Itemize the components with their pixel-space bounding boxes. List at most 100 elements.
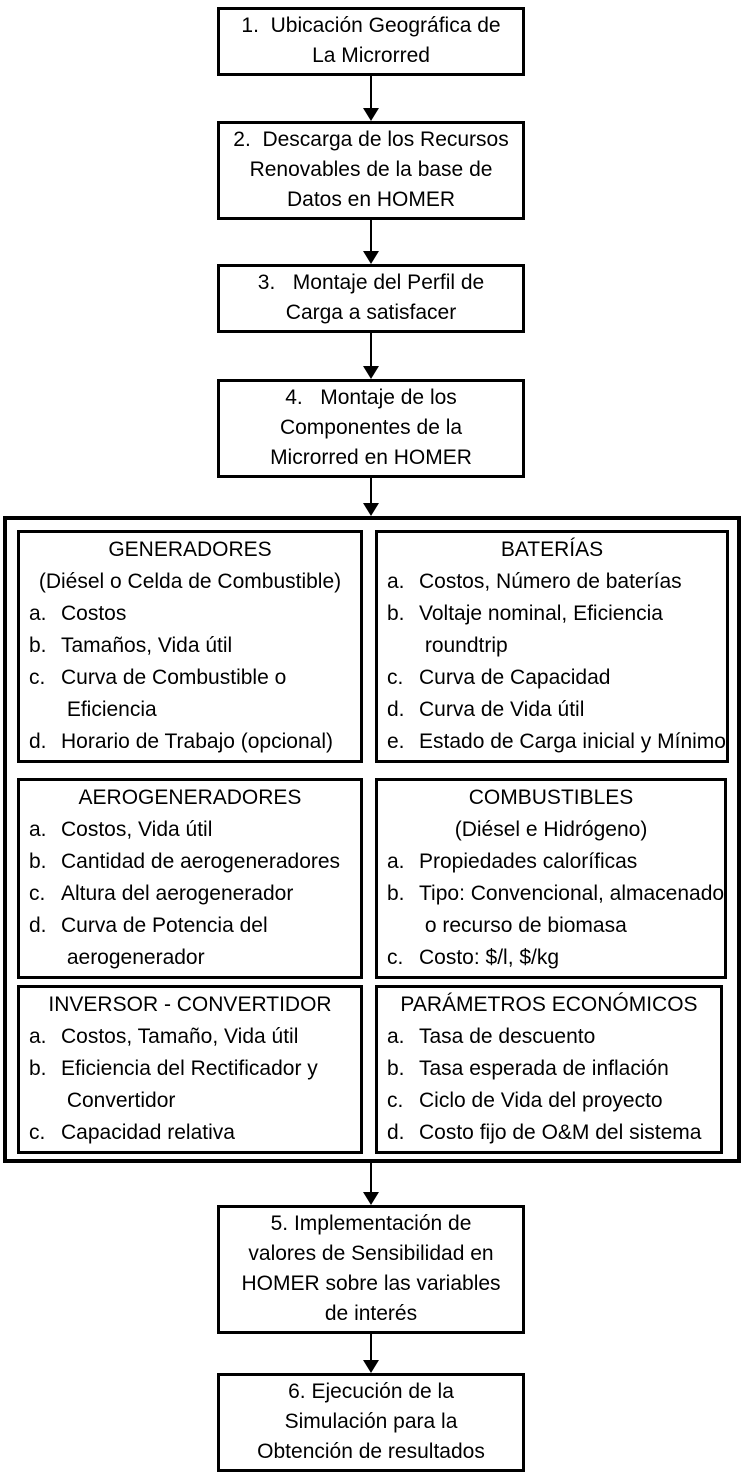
arrow-head — [363, 108, 379, 121]
panel-item: d. Curva de Vida útil — [378, 694, 726, 726]
panel-item: a. Costos — [20, 598, 360, 630]
panel-subtitle: (Diésel o Celda de Combustible) — [38, 570, 342, 593]
panel-title: PARÁMETROS ECONÓMICOS — [400, 993, 698, 1016]
panel-item: e. Estado de Carga inicial y Mínimo — [378, 726, 726, 758]
item-text: Voltaje nominal, Eficiencia roundtrip — [419, 602, 663, 657]
panel-generadores: GENERADORES (Diésel o Celda de Combustib… — [17, 530, 363, 763]
panel-item: b. Tipo: Convencional, almacenado o recu… — [378, 878, 724, 942]
item-text: Altura del aerogenerador — [61, 882, 294, 905]
arrow-head — [363, 1360, 379, 1373]
item-letter: a. — [387, 1025, 405, 1048]
flow-step-1-box: 1. Ubicación Geográfica de La Microrred — [217, 7, 525, 76]
flow-step-3-box: 3. Montaje del Perfil de Carga a satisfa… — [217, 264, 525, 333]
item-text: Ciclo de Vida del proyecto — [419, 1089, 663, 1112]
item-letter: b. — [387, 1057, 405, 1080]
item-letter: a. — [387, 570, 405, 593]
item-text: Costos, Vida útil — [61, 818, 213, 841]
down-arrow — [363, 76, 379, 121]
flow-step-6-box: 6. Ejecución de la Simulación para la Ob… — [217, 1373, 525, 1472]
panel-item: a. Costos, Tamaño, Vida útil — [20, 1021, 360, 1053]
item-letter: a. — [29, 818, 47, 841]
item-letter: c. — [387, 666, 404, 689]
item-letter: b. — [387, 602, 405, 625]
item-text: Costo: $/l, $/kg — [419, 946, 560, 969]
item-letter: d. — [387, 698, 405, 721]
panel-parametros-economicos: PARÁMETROS ECONÓMICOS a. Tasa de descuen… — [375, 985, 723, 1154]
item-letter: b. — [29, 634, 47, 657]
panel-item: c. Ciclo de Vida del proyecto — [378, 1085, 720, 1117]
item-letter: a. — [29, 602, 47, 625]
item-text: Estado de Carga inicial y Mínimo — [419, 730, 726, 753]
item-letter: e. — [387, 730, 405, 753]
down-arrow — [363, 478, 379, 516]
item-text: Curva de Vida útil — [419, 698, 585, 721]
flow-step-4-box: 4. Montaje de los Componentes de la Micr… — [217, 379, 525, 478]
arrow-shaft — [370, 1163, 372, 1192]
arrow-shaft — [370, 76, 372, 108]
flow-column-top: 1. Ubicación Geográfica de La Microrred … — [217, 7, 525, 516]
panel-item: c. Costo: $/l, $/kg — [378, 942, 724, 974]
panel-row-2: AEROGENERADORES a. Costos, Vida útil b. … — [17, 778, 728, 979]
item-text: Capacidad relativa — [61, 1121, 235, 1144]
flow-column-bottom: 5. Implementación de valores de Sensibil… — [217, 1163, 525, 1472]
item-text: Propiedades caloríficas — [419, 850, 638, 873]
panel-title: AEROGENERADORES — [78, 786, 302, 809]
panel-title: COMBUSTIBLES — [468, 786, 634, 809]
panel-item: d. Curva de Potencia del aerogenerador — [20, 910, 360, 974]
arrow-shaft — [370, 1334, 372, 1360]
item-text: Curva de Capacidad — [419, 666, 611, 689]
panel-title: BATERÍAS — [500, 538, 604, 561]
down-arrow — [363, 1334, 379, 1373]
item-letter: c. — [387, 946, 404, 969]
item-letter: a. — [387, 850, 405, 873]
arrow-head — [363, 251, 379, 264]
item-letter: c. — [29, 666, 46, 689]
panel-title: INVERSOR - CONVERTIDOR — [48, 993, 332, 1016]
item-letter: d. — [29, 730, 47, 753]
item-text: Tipo: Convencional, almacenado o recurso… — [419, 882, 725, 937]
item-letter: d. — [29, 914, 47, 937]
panel-item: a. Costos, Vida útil — [20, 814, 360, 846]
arrow-head — [363, 1192, 379, 1205]
arrow-head — [363, 366, 379, 379]
item-letter: b. — [29, 1057, 47, 1080]
item-text: Eficiencia del Rectificador y Convertido… — [61, 1057, 318, 1112]
item-letter: c. — [29, 1121, 46, 1144]
item-letter: b. — [387, 882, 405, 905]
item-letter: c. — [29, 882, 46, 905]
item-text: Curva de Combustible o Eficiencia — [61, 666, 287, 721]
item-text: Horario de Trabajo (opcional) — [61, 730, 333, 753]
panel-title: GENERADORES — [108, 538, 272, 561]
item-text: Costo fijo de O&M del sistema — [419, 1121, 702, 1144]
panel-row-1: GENERADORES (Diésel o Celda de Combustib… — [17, 530, 729, 763]
panel-item: b. Cantidad de aerogeneradores — [20, 846, 360, 878]
panel-combustibles: COMBUSTIBLES (Diésel e Hidrógeno) a. Pro… — [375, 778, 728, 979]
panel-item: a. Costos, Número de baterías — [378, 566, 726, 598]
panel-item: b. Tamaños, Vida útil — [20, 630, 360, 662]
flow-step-2-box: 2. Descarga de los Recursos Renovables d… — [217, 121, 525, 220]
panel-item: c. Capacidad relativa — [20, 1117, 360, 1149]
arrow-shaft — [370, 478, 372, 503]
components-parameters-container: GENERADORES (Diésel o Celda de Combustib… — [3, 516, 741, 1163]
item-letter: a. — [29, 1025, 47, 1048]
item-text: Tasa esperada de inflación — [419, 1057, 669, 1080]
panel-baterias: BATERÍAS a. Costos, Número de baterías b… — [375, 530, 729, 763]
item-text: Costos — [61, 602, 127, 625]
item-text: Costos, Tamaño, Vida útil — [61, 1025, 299, 1048]
down-arrow — [363, 1163, 379, 1205]
panel-row-3: INVERSOR - CONVERTIDOR a. Costos, Tamaño… — [17, 985, 723, 1154]
arrow-shaft — [370, 333, 372, 366]
item-letter: c. — [387, 1089, 404, 1112]
arrow-shaft — [370, 220, 372, 251]
panel-item: d. Horario de Trabajo (opcional) — [20, 726, 360, 758]
down-arrow — [363, 220, 379, 264]
item-text: Cantidad de aerogeneradores — [61, 850, 341, 873]
panel-item: b. Voltaje nominal, Eficiencia roundtrip — [378, 598, 726, 662]
panel-item: a. Propiedades caloríficas — [378, 846, 724, 878]
panel-aerogeneradores: AEROGENERADORES a. Costos, Vida útil b. … — [17, 778, 363, 979]
panel-subtitle: (Diésel e Hidrógeno) — [454, 818, 648, 841]
panel-item: c. Curva de Capacidad — [378, 662, 726, 694]
item-text: Tamaños, Vida útil — [61, 634, 233, 657]
panel-item: a. Tasa de descuento — [378, 1021, 720, 1053]
flow-step-5-box: 5. Implementación de valores de Sensibil… — [217, 1205, 525, 1334]
